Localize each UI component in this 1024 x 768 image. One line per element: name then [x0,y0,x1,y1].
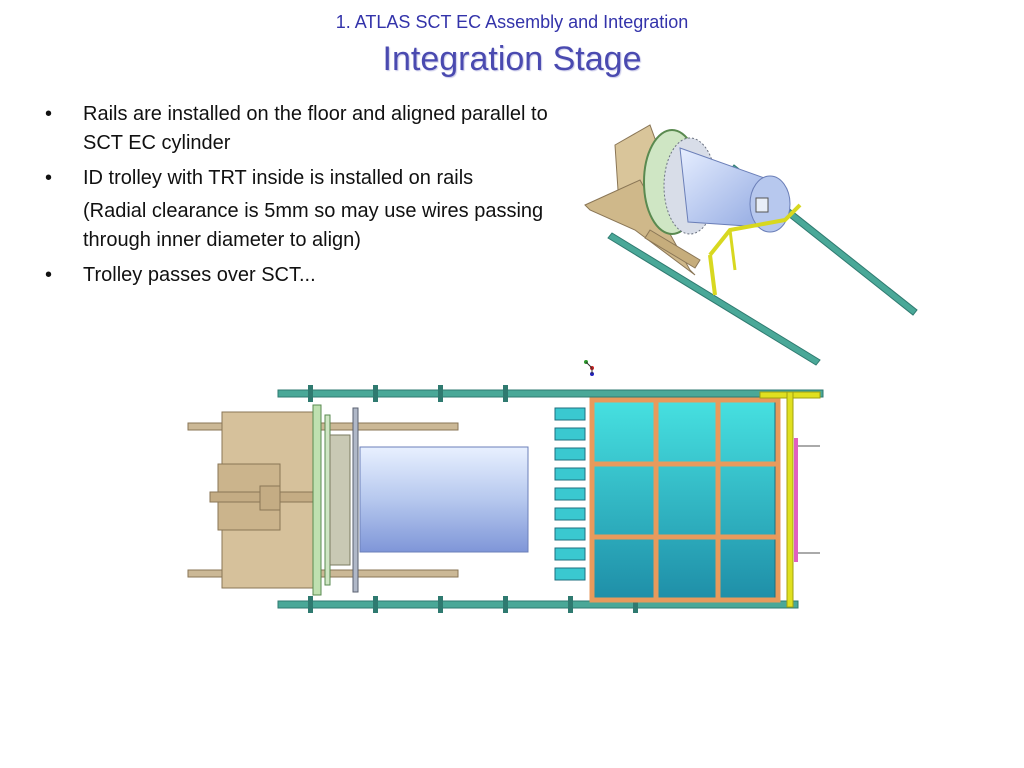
bullet-marker: • [45,167,53,189]
bullet-marker: • [45,264,53,286]
yellow-support [708,203,802,257]
flange-green [312,404,322,596]
rail-bottom [277,600,799,609]
slide-title: Integration Stage [382,40,642,78]
axis-triad-icon [584,360,594,376]
rail-top [277,389,824,398]
isometric-assembly-illustration [584,124,918,366]
bullet-list: • Rails are installed on the floor and a… [40,100,580,296]
bullet-text: ID trolley with TRT inside is installed … [83,167,474,189]
top-view-assembly-illustration [187,385,824,613]
bullet-text: (Radial clearance is 5mm so may use wire… [83,200,544,251]
trt-module [589,401,776,599]
bullet-item-passes: • Trolley passes over SCT... [40,261,580,290]
bullet-text: Rails are installed on the floor and ali… [83,103,548,154]
sct-cylinder-top [359,446,529,553]
bullet-item-rails: • Rails are installed on the floor and a… [40,100,580,158]
rail-left [607,232,821,366]
trt-frame [589,397,781,603]
bullet-item-clearance: (Radial clearance is 5mm so may use wire… [40,197,580,255]
slide-subtitle: 1. ATLAS SCT EC Assembly and Integration [335,12,689,32]
bullet-marker: • [45,103,53,125]
end-plate [794,438,798,562]
bullet-item-trolley: • ID trolley with TRT inside is installe… [40,164,580,193]
bullet-text: Trolley passes over SCT... [83,264,316,286]
